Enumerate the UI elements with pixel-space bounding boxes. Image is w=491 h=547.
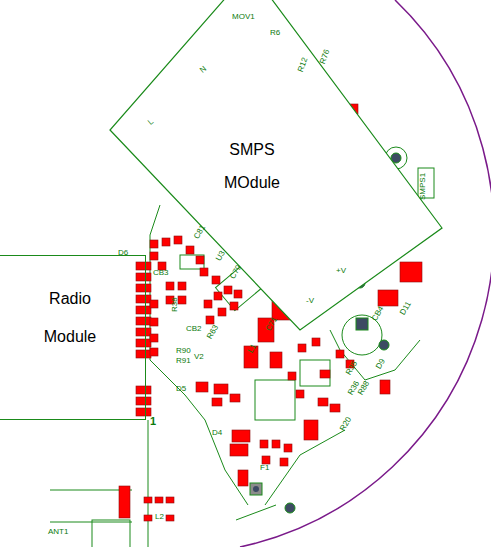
part-label: C79 — [228, 263, 243, 280]
module-outline-path — [110, 0, 442, 330]
part-label: V2 — [194, 352, 204, 361]
copper-pad — [155, 497, 163, 503]
module-outline — [110, 0, 445, 332]
part-label: D9 — [374, 357, 387, 370]
copper-pad — [136, 386, 151, 394]
part-label: R38 — [170, 297, 179, 312]
copper-pad — [196, 382, 208, 392]
part-label: D11 — [398, 300, 413, 317]
copper-pad — [178, 296, 186, 304]
copper-pad — [150, 300, 158, 308]
copper-pad — [214, 384, 228, 394]
copper-pad — [150, 348, 158, 356]
copper-pad — [296, 390, 304, 398]
copper-pad — [272, 440, 280, 448]
copper-pad — [166, 282, 174, 290]
copper-pad — [150, 240, 158, 248]
part-label: -V — [306, 296, 314, 305]
copper-pad — [136, 284, 151, 292]
part-label: D4 — [212, 428, 222, 437]
copper-pad — [232, 430, 250, 442]
part-label: R63 — [205, 323, 220, 340]
copper-pad — [200, 268, 208, 276]
copper-pad — [400, 262, 422, 282]
copper-pad — [288, 372, 296, 380]
copper-pad — [318, 398, 328, 406]
copper-pad — [174, 236, 182, 244]
copper-pad — [262, 456, 270, 464]
part-label: L2 — [155, 512, 164, 521]
part-label: R20 — [338, 415, 353, 432]
copper-pad — [230, 394, 240, 402]
part-label: F1 — [260, 463, 269, 472]
copper-pad — [178, 282, 186, 290]
copper-pad — [330, 404, 340, 412]
copper-pad — [162, 238, 170, 246]
copper-pad — [260, 440, 268, 448]
copper-pad — [136, 262, 151, 270]
part-label: +V — [336, 266, 346, 275]
part-label: D6 — [118, 248, 128, 257]
part-label: MOV1 — [232, 12, 255, 21]
copper-pad — [166, 497, 174, 503]
copper-pad — [218, 308, 226, 316]
part-label: R6 — [270, 28, 280, 37]
part-label: CB2 — [186, 324, 202, 333]
copper-pad — [224, 286, 232, 294]
copper-pad — [234, 290, 242, 298]
copper-pad — [136, 328, 151, 336]
copper-pad — [150, 252, 158, 260]
pin-number: 1 — [150, 417, 156, 426]
copper-pad — [284, 444, 292, 452]
copper-pad — [136, 306, 151, 314]
copper-pad — [270, 352, 282, 368]
copper-pad — [136, 350, 151, 358]
copper-pad — [298, 344, 306, 352]
copper-pad — [186, 246, 194, 254]
copper-pad — [196, 256, 204, 264]
copper-pad — [136, 339, 151, 347]
copper-pad — [304, 420, 318, 440]
part-label: R90 — [176, 346, 191, 355]
smps-module: SMPS MOdule — [110, 0, 445, 332]
copper-pad — [230, 444, 248, 456]
copper-pad — [136, 295, 151, 303]
part-label: CB4 — [370, 305, 386, 323]
copper-pad — [136, 273, 151, 281]
copper-pad — [320, 370, 330, 378]
part-label: D5 — [176, 384, 186, 393]
copper-pad — [119, 486, 130, 518]
copper-pad — [312, 338, 320, 346]
module-title: SMPS MOdule — [210, 133, 294, 199]
copper-pad — [280, 458, 288, 466]
copper-pad — [238, 470, 248, 486]
copper-pad — [136, 397, 151, 405]
copper-pad — [380, 380, 390, 394]
copper-pad — [144, 515, 152, 521]
part-label: C81 — [192, 223, 207, 240]
copper-pad — [378, 290, 398, 306]
copper-pad — [212, 276, 220, 284]
copper-pad — [212, 398, 222, 406]
radio-module: Radio Module — [0, 255, 146, 420]
part-label: R91 — [176, 356, 191, 365]
copper-pad — [230, 302, 238, 310]
part-label: R76 — [318, 48, 331, 65]
copper-pad — [150, 334, 158, 342]
copper-pad — [144, 497, 152, 503]
copper-pad — [214, 292, 222, 300]
copper-pad — [206, 316, 214, 324]
copper-pad — [150, 318, 158, 326]
part-label: SMPS1 — [418, 173, 427, 200]
part-label: ANT1 — [48, 527, 68, 536]
copper-pad — [136, 317, 151, 325]
module-title: Radio Module — [30, 280, 110, 356]
copper-pad — [166, 515, 174, 521]
copper-pad — [136, 408, 151, 416]
copper-pad — [204, 300, 212, 308]
copper-pad — [336, 350, 344, 358]
part-label: CB3 — [153, 268, 169, 277]
